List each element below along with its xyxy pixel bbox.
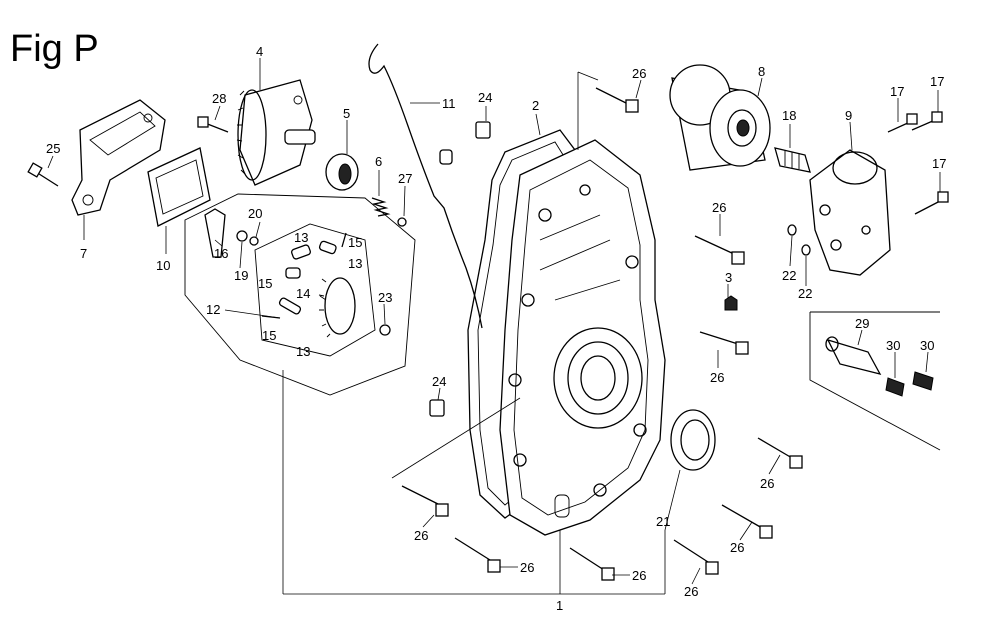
callout-18: 18 [782,108,796,123]
callout-15c: 15 [262,328,276,343]
plate-10 [147,147,211,227]
callout-26d: 26 [760,476,774,491]
leader-lines [47,58,941,595]
nipple-18 [774,147,811,173]
callout-6: 6 [375,154,382,169]
callout-20: 20 [248,206,262,221]
callout-13b: 13 [348,256,362,271]
callout-22a: 22 [782,268,796,283]
oil-filter-8 [669,64,771,171]
callout-24b: 24 [432,374,446,389]
callout-21: 21 [656,514,670,529]
bolt-17 [887,111,949,215]
callout-15b: 15 [258,276,272,291]
callout-17a: 17 [890,84,904,99]
callout-16: 16 [214,246,228,261]
ring-27 [397,217,407,227]
callout-27: 27 [398,171,412,186]
inset-right [809,311,941,451]
callout-15a: 15 [348,235,362,250]
oil-seal-21 [670,409,716,471]
bracket-7 [71,99,166,216]
callout-26b: 26 [712,200,726,215]
callout-8: 8 [758,64,765,79]
spring-6 [371,197,391,217]
callout-26c: 26 [710,370,724,385]
callout-19: 19 [234,268,248,283]
bolt-25 [27,162,59,187]
callout-7: 7 [80,246,87,261]
callout-labels: 25 7 10 28 4 5 6 27 11 24 2 26 8 18 9 17… [46,44,946,613]
bolts-26 [401,87,803,581]
callout-3: 3 [725,270,732,285]
callout-12: 12 [206,302,220,317]
plug-3 [724,295,738,311]
callout-13c: 13 [296,344,310,359]
washer-22 [787,224,811,256]
callout-23: 23 [378,290,392,305]
callout-26a: 26 [632,66,646,81]
figure-title: Fig P [10,28,99,70]
wire-11 [368,43,483,329]
gear-4 [236,79,316,186]
callout-14: 14 [296,286,310,301]
sleeve-24-top [475,121,491,139]
crankcase-cover-1 [499,139,666,536]
callout-10: 10 [156,258,170,273]
callout-28: 28 [212,91,226,106]
callout-5: 5 [343,106,350,121]
callout-26e: 26 [730,540,744,555]
callout-4: 4 [256,44,263,59]
callout-2: 2 [532,98,539,113]
callout-26h: 26 [520,560,534,575]
housing-9 [809,149,891,276]
callout-25: 25 [46,141,60,156]
callout-24a: 24 [478,90,492,105]
callout-30a: 30 [886,338,900,353]
sleeve-24-bottom [429,399,445,417]
callout-11: 11 [442,96,456,111]
callout-17c: 17 [932,156,946,171]
callout-22b: 22 [798,286,812,301]
callout-9: 9 [845,108,852,123]
callout-30b: 30 [920,338,934,353]
callout-26f: 26 [684,584,698,599]
bolt-28 [197,116,229,133]
callout-26g: 26 [632,568,646,583]
callout-26i: 26 [414,528,428,543]
callout-17b: 17 [930,74,944,89]
callout-29: 29 [855,316,869,331]
collar-5 [325,153,359,191]
callout-1: 1 [556,598,563,613]
callout-13a: 13 [294,230,308,245]
